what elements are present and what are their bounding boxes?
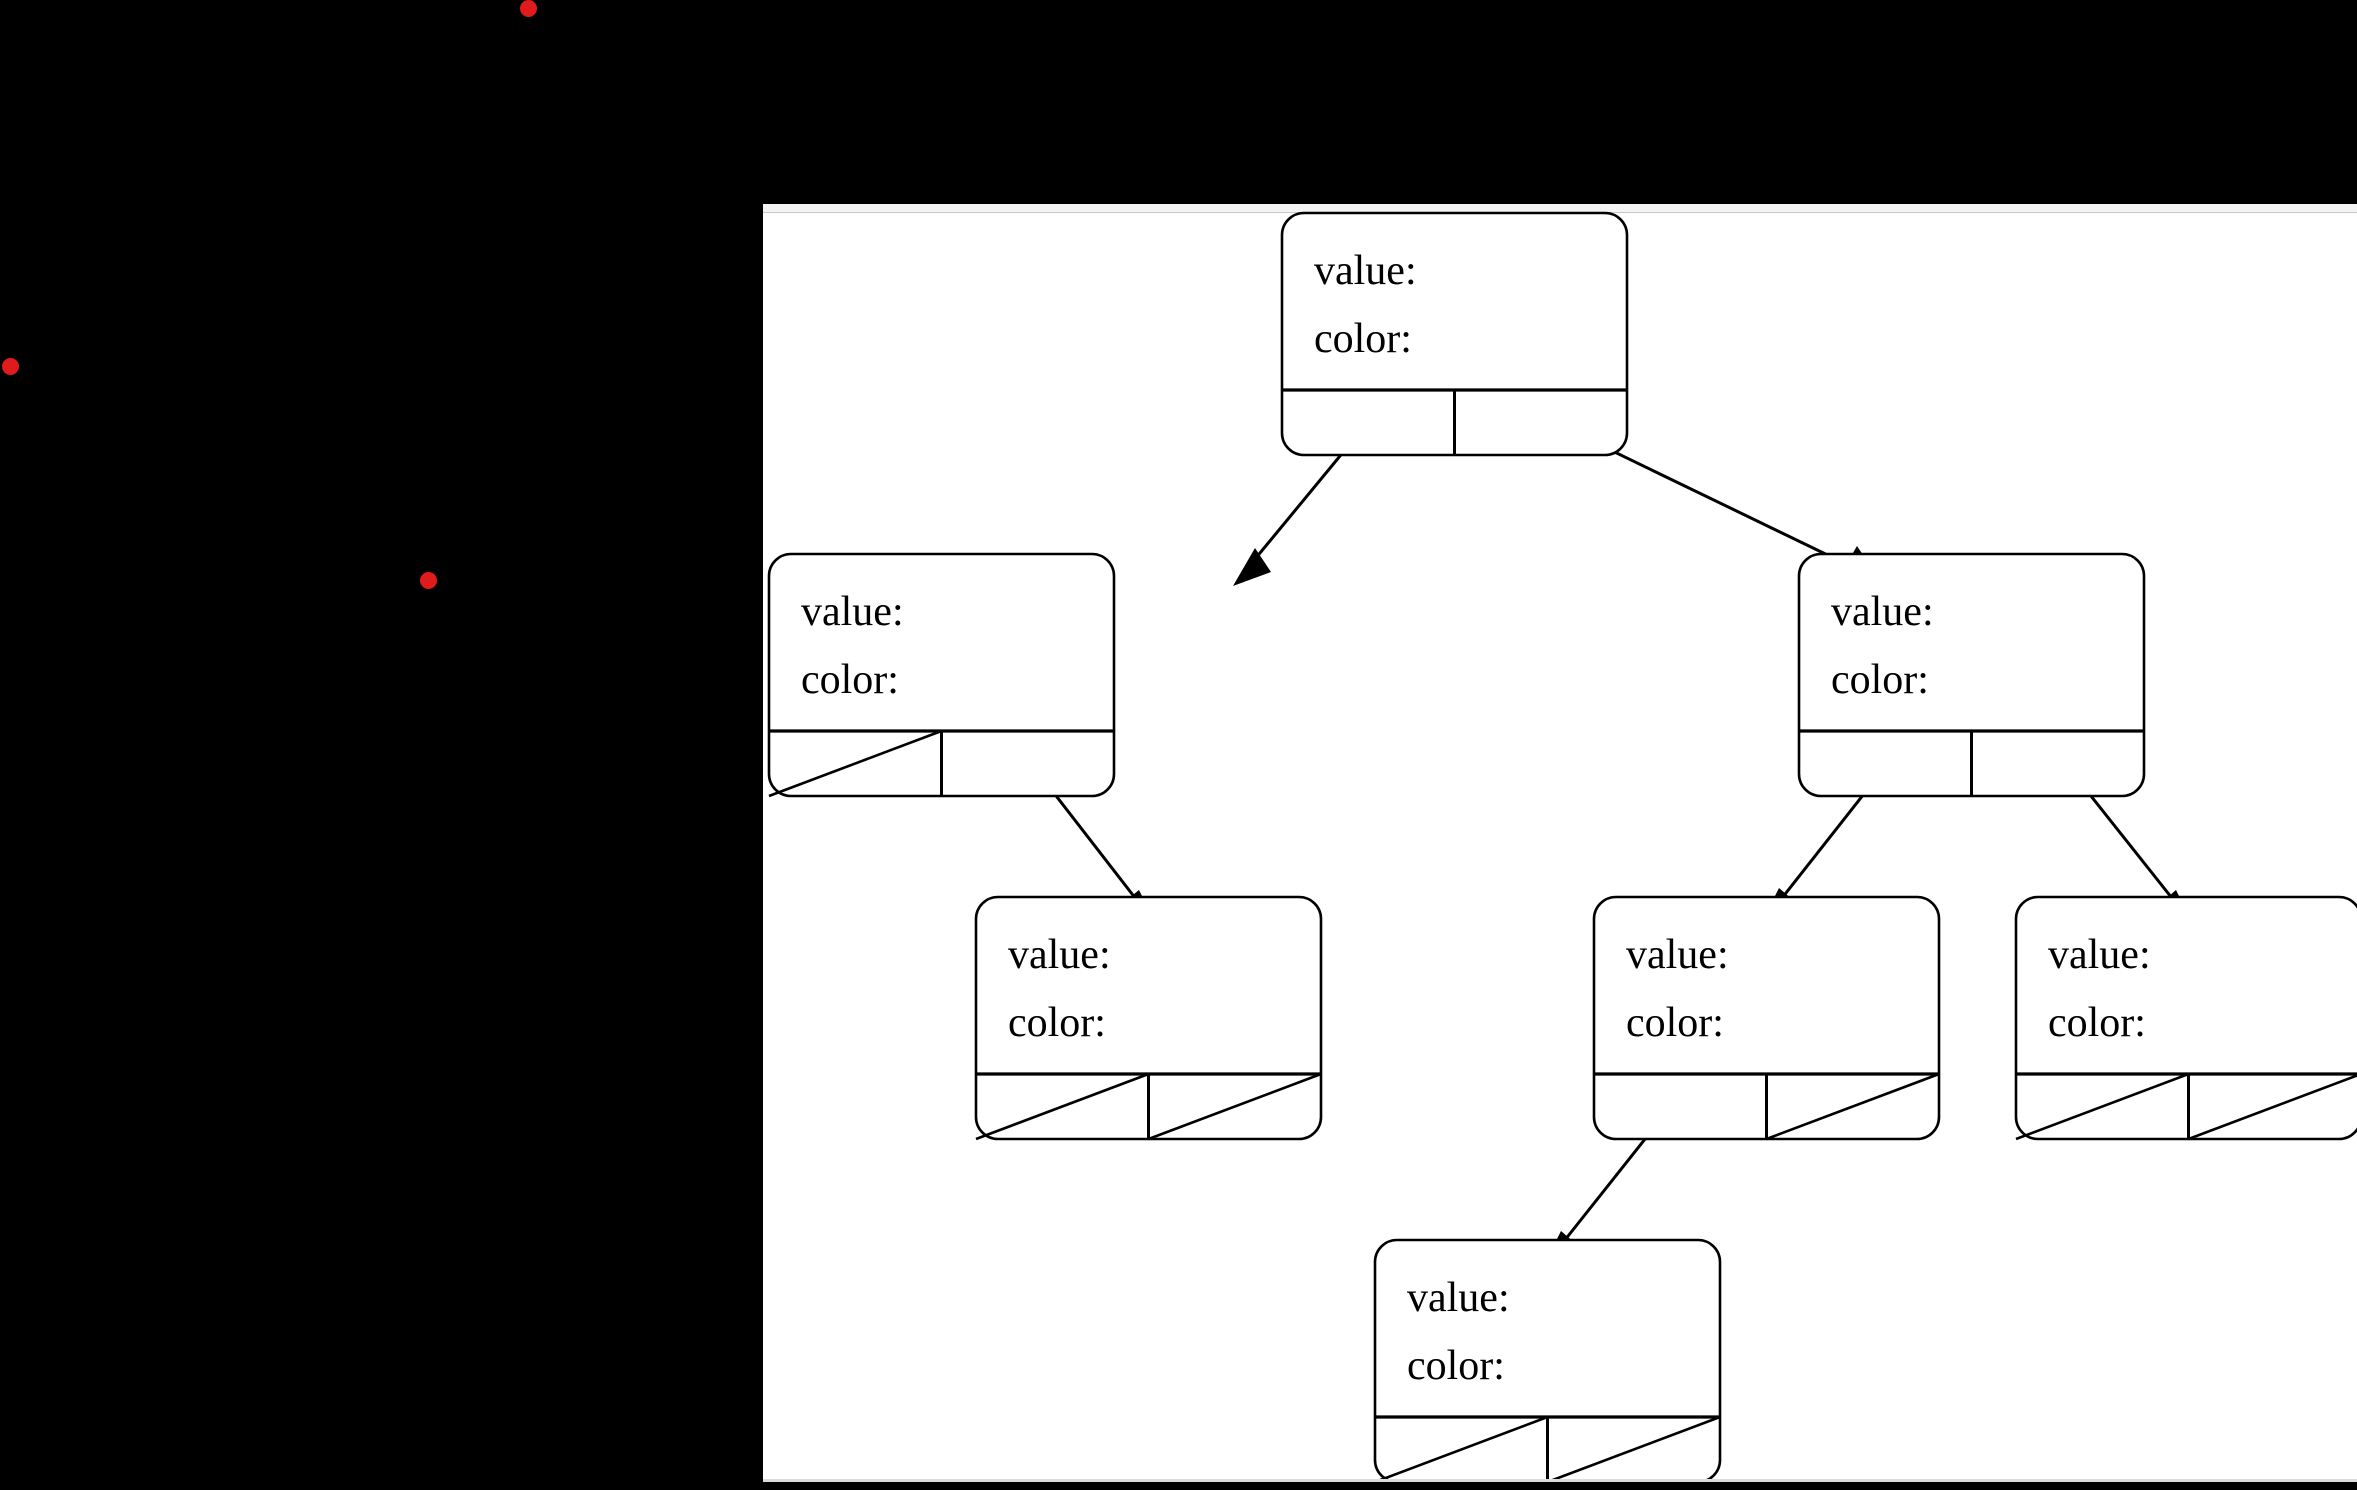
right-left-grandchild-node-right-pointer-cell[interactable] <box>1767 1074 1940 1139</box>
right-left-grandchild-node[interactable]: value: color: <box>1592 895 1941 1141</box>
right-child-node-left-pointer-cell[interactable] <box>1799 731 1972 796</box>
left-right-grandchild-node-left-pointer-cell[interactable] <box>976 1074 1149 1139</box>
right-right-grandchild-node-right-pointer-cell[interactable] <box>2189 1074 2357 1139</box>
right-child-node-value-label: value: <box>1831 589 1934 635</box>
deepest-descendant-node[interactable]: value: color: <box>1373 1238 1722 1482</box>
right-right-grandchild-node-value-label: value: <box>2048 932 2151 978</box>
cursor-marker-left <box>2 358 19 375</box>
root-node[interactable]: value: color: <box>1280 211 1629 457</box>
left-right-null-right-pointer <box>1148 1072 1322 1141</box>
root-node-left-pointer-cell[interactable] <box>1282 390 1455 455</box>
deepest-descendant-node-left-pointer-cell[interactable] <box>1375 1417 1548 1482</box>
left-child-node[interactable]: value: color: <box>767 552 1116 798</box>
root-node-right-pointer-cell[interactable] <box>1455 390 1628 455</box>
root-node-value-label: value: <box>1314 248 1417 294</box>
left-child-node-color-label: color: <box>801 657 899 703</box>
deepest-null-right-pointer <box>1547 1415 1721 1482</box>
deepest-descendant-node-value-label: value: <box>1407 1275 1510 1321</box>
deepest-descendant-node-right-pointer-cell[interactable] <box>1548 1417 1721 1482</box>
left-right-grandchild-node-value-label: value: <box>1008 932 1111 978</box>
root-node-color-label: color: <box>1314 316 1412 362</box>
left-right-null-left-pointer <box>975 1072 1149 1141</box>
left-child-node-left-pointer-cell[interactable] <box>769 731 942 796</box>
cursor-marker-middle <box>420 572 437 589</box>
right-right-grandchild-node[interactable]: value: color: <box>2014 895 2357 1141</box>
right-left-grandchild-node-left-pointer-cell[interactable] <box>1594 1074 1767 1139</box>
left-child-node-right-pointer-cell[interactable] <box>942 731 1115 796</box>
right-left-grandchild-node-value-label: value: <box>1626 932 1729 978</box>
right-child-node-color-label: color: <box>1831 657 1929 703</box>
right-child-node-right-pointer-cell[interactable] <box>1972 731 2145 796</box>
right-right-null-right-pointer <box>2188 1074 2357 1141</box>
canvas-bottom-edge <box>763 1479 2357 1482</box>
right-left-grandchild-node-color-label: color: <box>1626 1000 1724 1046</box>
left-child-null-left-pointer <box>768 729 942 798</box>
left-right-grandchild-node-color-label: color: <box>1008 1000 1106 1046</box>
right-right-grandchild-node-left-pointer-cell[interactable] <box>2016 1074 2189 1139</box>
right-left-null-right-pointer <box>1766 1072 1940 1141</box>
diagram-canvas-panel[interactable]: value: color: value: color: <box>763 204 2357 1482</box>
binary-tree-diagram[interactable]: value: color: value: color: <box>763 204 2357 1482</box>
cursor-marker-top <box>520 0 537 17</box>
left-child-node-value-label: value: <box>801 589 904 635</box>
right-child-node[interactable]: value: color: <box>1797 552 2146 798</box>
deepest-null-left-pointer <box>1374 1415 1548 1482</box>
left-right-grandchild-node-right-pointer-cell[interactable] <box>1149 1074 1322 1139</box>
deepest-descendant-node-color-label: color: <box>1407 1343 1505 1389</box>
right-right-null-left-pointer <box>2015 1072 2189 1141</box>
right-right-grandchild-node-color-label: color: <box>2048 1000 2146 1046</box>
left-right-grandchild-node[interactable]: value: color: <box>974 895 1323 1141</box>
